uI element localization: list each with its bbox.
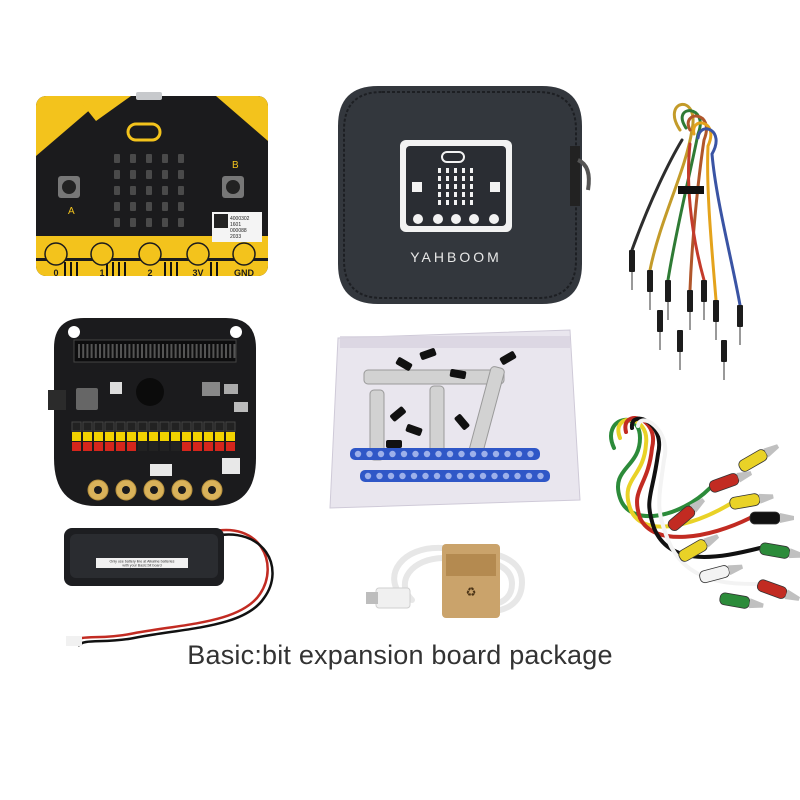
jumper-wire-bundle bbox=[620, 100, 760, 385]
black-pins bbox=[386, 348, 517, 448]
power-switch bbox=[76, 388, 98, 410]
audio-jack bbox=[48, 390, 66, 410]
battery-label-line: Only use battery line at Alkaline batter… bbox=[110, 560, 175, 564]
alligator-clip-cables bbox=[600, 408, 800, 618]
jst-connector bbox=[66, 636, 82, 646]
sticker-line: 2033 bbox=[230, 234, 241, 240]
edge-pins bbox=[44, 242, 256, 266]
building-parts-bag bbox=[329, 329, 581, 509]
pin-label: GND bbox=[234, 268, 255, 278]
cable-tie bbox=[678, 186, 704, 194]
pin-label: 0 bbox=[53, 268, 58, 278]
usb-plug bbox=[375, 587, 411, 609]
microbit-logo-icon bbox=[126, 122, 162, 142]
led-matrix bbox=[114, 154, 184, 227]
printed-microbit-icon bbox=[400, 140, 512, 232]
button-b-label: B bbox=[232, 160, 239, 171]
package-caption: Basic:bit expansion board package bbox=[187, 640, 613, 670]
buzzer bbox=[136, 378, 164, 406]
sticker-line: 4000302 bbox=[230, 216, 250, 222]
pin-label: 2 bbox=[147, 268, 152, 278]
blue-beams bbox=[350, 448, 550, 482]
usb-port bbox=[136, 92, 162, 100]
usb-cable: ♻ bbox=[366, 536, 542, 636]
recycle-icon: ♻ bbox=[466, 585, 477, 599]
white-beams bbox=[363, 366, 505, 461]
button-a-label: A bbox=[68, 206, 75, 217]
battery-label-line: with your Basic:bit board bbox=[122, 564, 161, 568]
basic-bit-expansion-board bbox=[48, 318, 256, 506]
sticker-line: 1601 bbox=[230, 222, 241, 228]
microbit-board: A B 4000302 1601 000088 2033 0 1 2 3V GN… bbox=[36, 92, 268, 278]
case-brand-label: YAHBOOM bbox=[410, 249, 502, 265]
pin-label: 1 bbox=[99, 268, 104, 278]
carrying-case: YAHBOOM bbox=[338, 86, 591, 304]
battery-box-sticker bbox=[96, 558, 188, 568]
battery-connector bbox=[222, 458, 240, 474]
pin-label: 3V bbox=[192, 268, 203, 278]
battery-box: Only use battery line at Alkaline batter… bbox=[60, 524, 300, 656]
sticker-line: 000088 bbox=[230, 228, 247, 234]
